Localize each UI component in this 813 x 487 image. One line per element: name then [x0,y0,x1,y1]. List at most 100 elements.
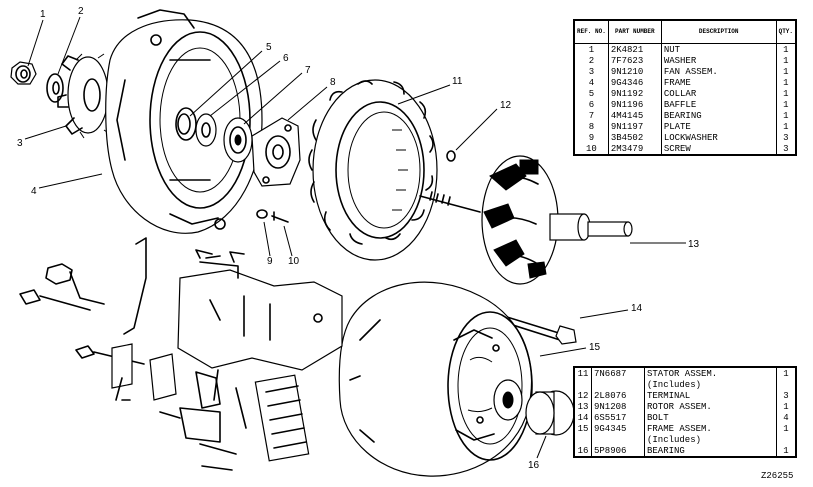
ref-cell: 4 [574,77,609,88]
qty-cell: 3 [783,143,789,154]
part-5-collar [177,113,191,135]
callout-1: 1 [40,9,46,20]
qty-cell: 1 [783,368,789,379]
pn-cell: 2L8076 [591,390,645,401]
callout-7: 7 [305,65,311,76]
qty-cell: 1 [783,445,789,456]
desc-cell: BOLT [644,412,777,423]
callout-labels: 1 2 3 4 5 6 7 8 9 10 11 12 13 14 15 16 [17,6,700,471]
pn-cell: 9N1192 [608,88,662,99]
desc-cell: BEARING [644,445,777,457]
ref-cell: 2 [574,55,609,66]
pn-cell: 9G4345 [591,423,645,434]
pn-cell [591,434,645,445]
qty-cell [777,434,797,445]
pn-cell: 2M3479 [608,143,662,155]
desc-cell: FRAME [661,77,777,88]
desc-cell: LOCKWASHER [661,132,777,143]
qty-cell: 4 [783,412,789,423]
header-qty: QTY. [776,20,796,44]
ref-cell: 1 [574,43,609,55]
diagram-code: Z26255 [761,471,794,481]
part-8-plate [251,117,301,187]
callout-16: 16 [528,460,540,471]
pn-cell: 9N1197 [608,121,662,132]
desc-cell: STATOR ASSEM. [644,367,777,379]
callout-4: 4 [31,186,37,197]
desc-cell: FAN ASSEM. [661,66,777,77]
pn-cell: 7F7623 [608,55,662,66]
callout-6: 6 [283,53,289,64]
ref-cell: 9 [574,132,609,143]
desc-cell: BEARING [661,110,777,121]
desc-cell: BAFFLE [661,99,777,110]
pn-cell: 6S5517 [591,412,645,423]
callout-3: 3 [17,138,23,149]
qty-cell: 1 [783,110,789,121]
pn-cell: 7N6687 [591,367,645,379]
ref-cell [574,379,592,390]
qty-cell: 3 [783,132,789,143]
ref-cell: 15 [574,423,592,434]
callout-15: 15 [589,342,601,353]
qty-cell: 1 [783,77,789,88]
pn-cell: 4M4145 [608,110,662,121]
part-1-nut [10,61,37,85]
part-15-frame-assem [338,281,533,477]
desc-cell: ROTOR ASSEM. [644,401,777,412]
desc-cell: PLATE [661,121,777,132]
parts-table-header: REF. NO. PART NUMBER DESCRIPTION QTY. [574,20,796,44]
qty-cell: 1 [783,66,789,77]
part-13-rotor [419,155,633,285]
header-description: DESCRIPTION [661,20,777,44]
ref-cell: 5 [574,88,609,99]
pn-cell: 5P8906 [591,445,645,457]
callout-11: 11 [452,76,463,87]
qty-cell: 1 [783,423,789,434]
pn-cell [591,379,645,390]
ref-cell: 7 [574,110,609,121]
part-10-screw [271,211,289,223]
ref-cell: 12 [574,390,592,401]
desc-cell: FRAME ASSEM. [644,423,777,434]
pn-cell: 2K4821 [608,43,662,55]
ref-cell [574,434,592,445]
part-2-washer [46,73,64,103]
desc-cell: TERMINAL [644,390,777,401]
pn-cell: 9N1196 [608,99,662,110]
ref-cell: 3 [574,66,609,77]
desc-cell: SCREW [661,143,777,155]
pn-cell: 9G4346 [608,77,662,88]
part-4-frame [105,9,263,234]
pn-cell: 3B4502 [608,132,662,143]
callout-8: 8 [330,77,336,88]
callout-10: 10 [288,256,300,267]
callout-13: 13 [688,239,700,250]
desc-cell: COLLAR [661,88,777,99]
part-11-stator [308,79,438,261]
qty-cell: 1 [783,44,789,55]
ref-cell: 16 [574,445,592,457]
ref-cell: 14 [574,412,592,423]
callout-12: 12 [500,100,512,111]
callout-14: 14 [631,303,643,314]
table-row: (Includes) [574,434,796,445]
qty-cell [777,379,797,390]
qty-cell: 1 [783,121,789,132]
